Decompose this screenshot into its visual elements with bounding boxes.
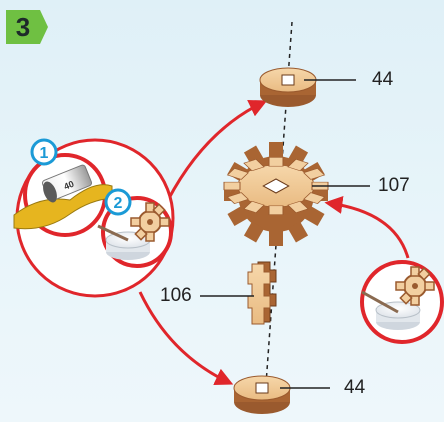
- callout-2-number: 2: [114, 195, 123, 212]
- brush-icon-right: [361, 290, 399, 314]
- arrow-to-top-spacer: [166, 100, 268, 201]
- callout-2-circle: [104, 188, 132, 216]
- connector-label: 106: [160, 285, 192, 306]
- bottom-spacer-label: 44: [344, 377, 366, 398]
- sandpaper-grit-label: 40: [62, 179, 75, 192]
- gear-icon: [395, 266, 435, 306]
- step-badge: [6, 10, 48, 44]
- small-gear-icon: [130, 202, 170, 242]
- arrow-to-bottom-spacer: [138, 291, 234, 386]
- large-gear: [223, 142, 329, 246]
- arrow-to-gear: [324, 196, 410, 259]
- top-spacer-label: 44: [372, 69, 394, 90]
- callout-1-number: 1: [40, 145, 49, 162]
- large-gear-label: 107: [378, 175, 410, 196]
- preparation-callout: [13, 138, 175, 298]
- gear-glue-callout: [360, 260, 444, 344]
- callout-1-circle: [30, 138, 58, 166]
- brush-icon: [97, 224, 129, 242]
- glue-bowl-icon-right: [375, 301, 421, 330]
- bottom-spacer-disc: [233, 375, 291, 414]
- top-spacer-disc: [259, 67, 317, 107]
- connector-piece: [247, 261, 277, 325]
- step-number: 3: [15, 12, 31, 42]
